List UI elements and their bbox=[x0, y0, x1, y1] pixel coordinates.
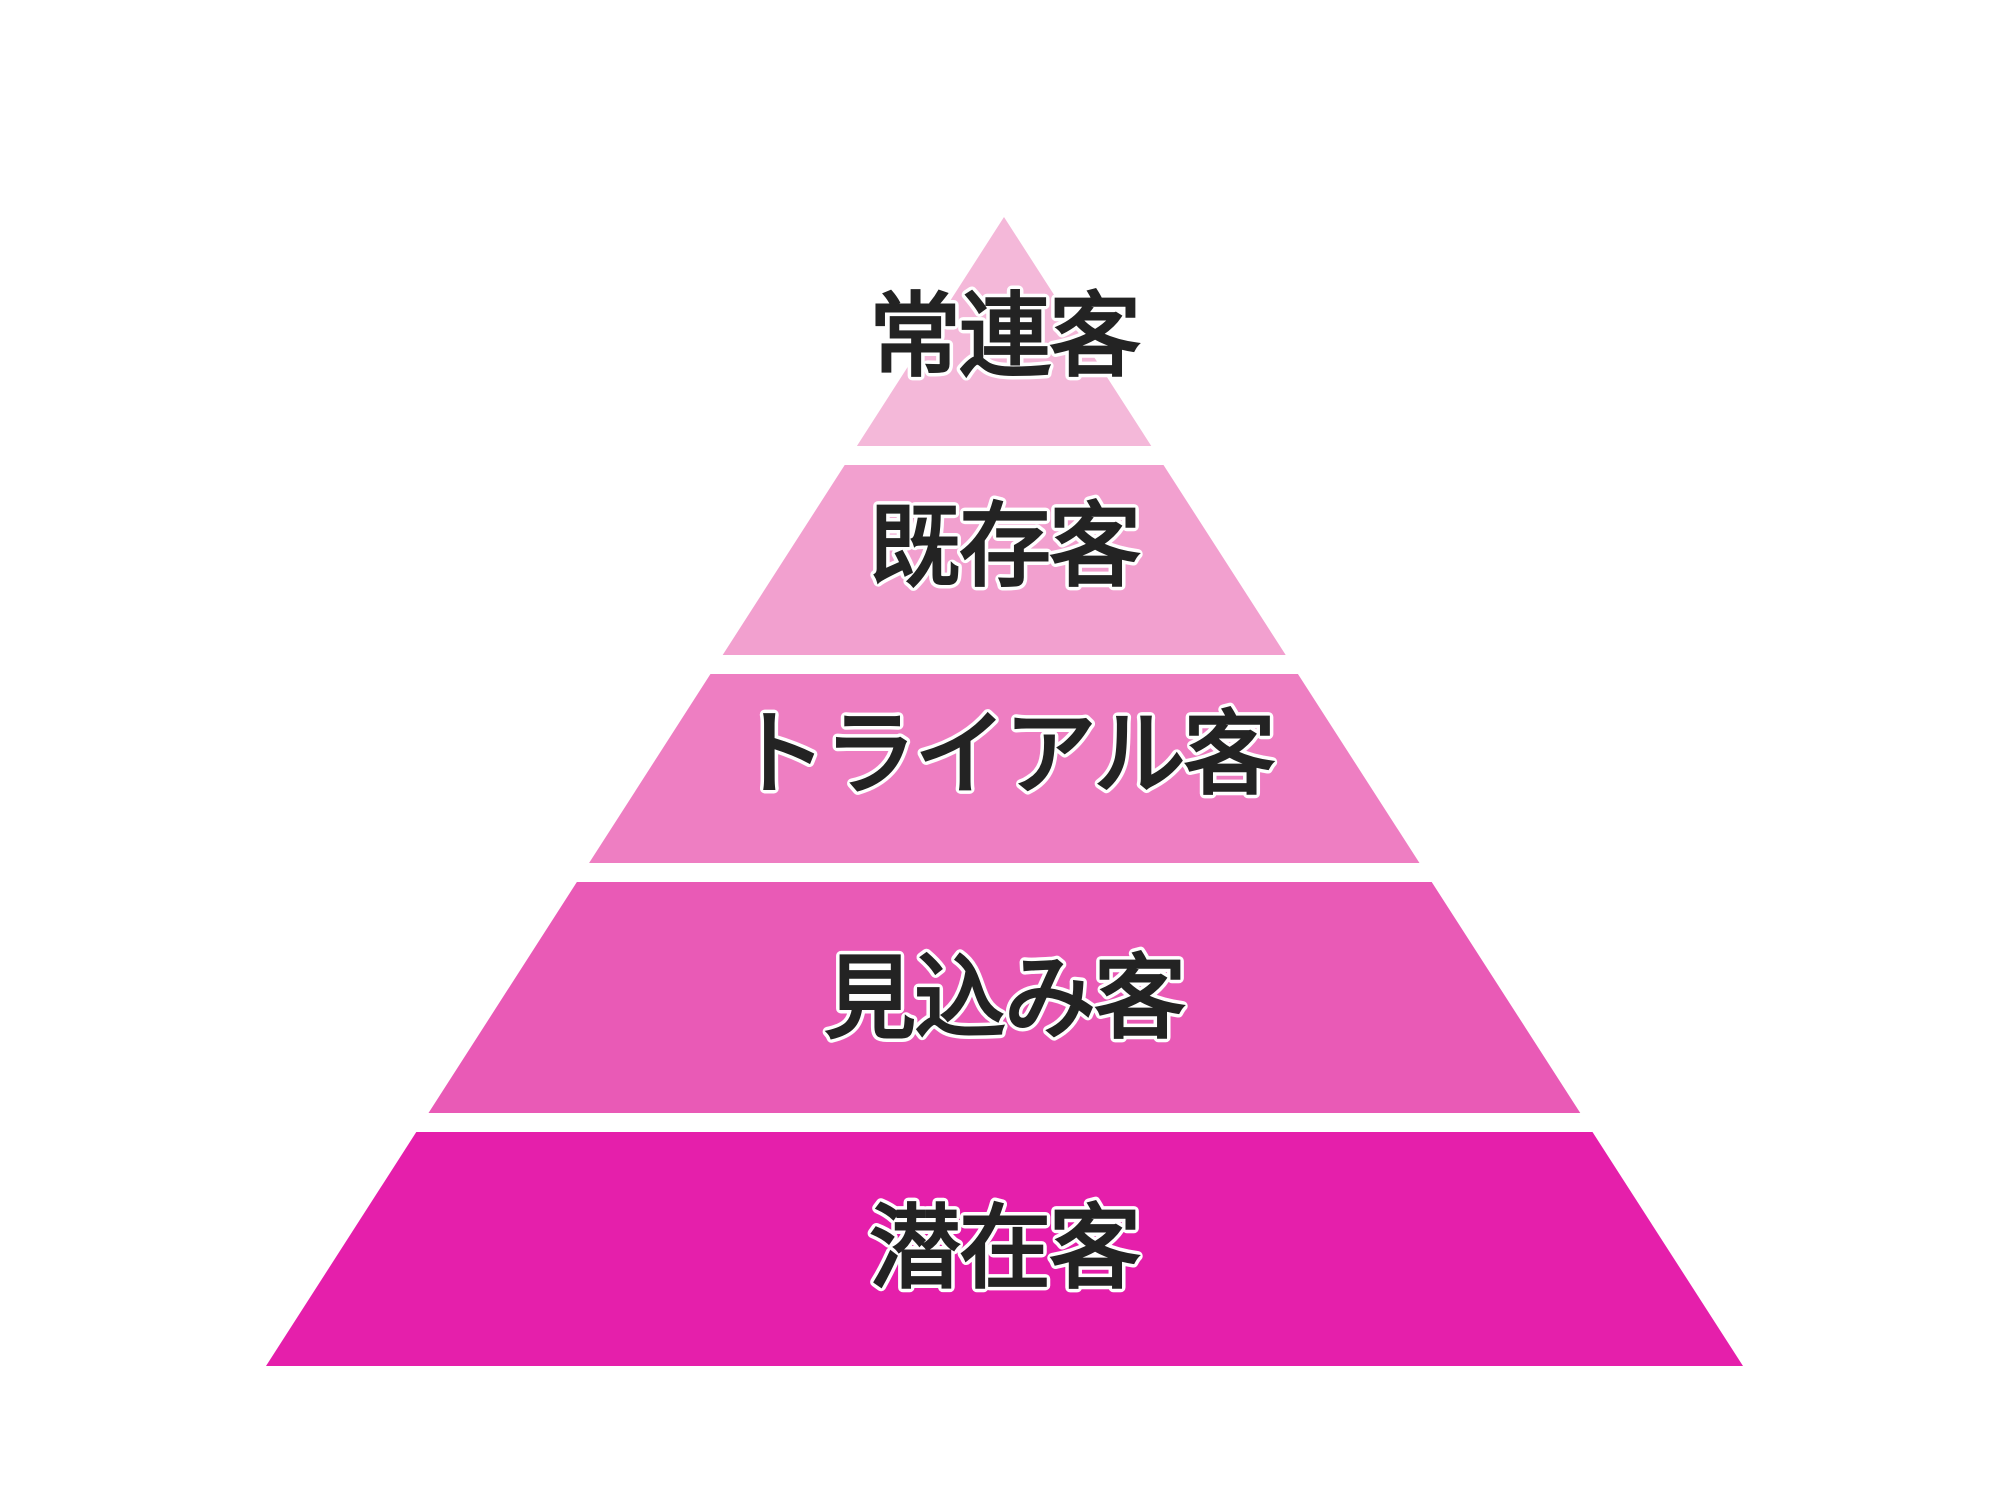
pyramid-layer-1-label: 常連客 bbox=[869, 283, 1141, 390]
pyramid-layer-4-label: 見込み客 bbox=[824, 945, 1186, 1052]
pyramid-layer-3-label: トライアル客 bbox=[734, 701, 1275, 808]
pyramid-layer-2-shape bbox=[722, 465, 1286, 655]
pyramid-layer-1: 常連客 bbox=[856, 217, 1152, 446]
pyramid-layer-4: 見込み客 bbox=[428, 882, 1581, 1113]
pyramid-layer-3-shape bbox=[589, 674, 1420, 863]
pyramid-layer-1-shape bbox=[856, 217, 1152, 446]
pyramid-layer-4-shape bbox=[428, 882, 1581, 1113]
pyramid-layer-5-shape bbox=[266, 1132, 1743, 1366]
pyramid-layer-3: トライアル客 bbox=[589, 674, 1420, 863]
pyramid-layer-2-label: 既存客 bbox=[869, 493, 1141, 600]
pyramid-layer-5: 潜在客 bbox=[266, 1132, 1743, 1366]
pyramid-layer-2: 既存客 bbox=[722, 465, 1286, 655]
pyramid-layer-5-label: 潜在客 bbox=[869, 1195, 1141, 1302]
